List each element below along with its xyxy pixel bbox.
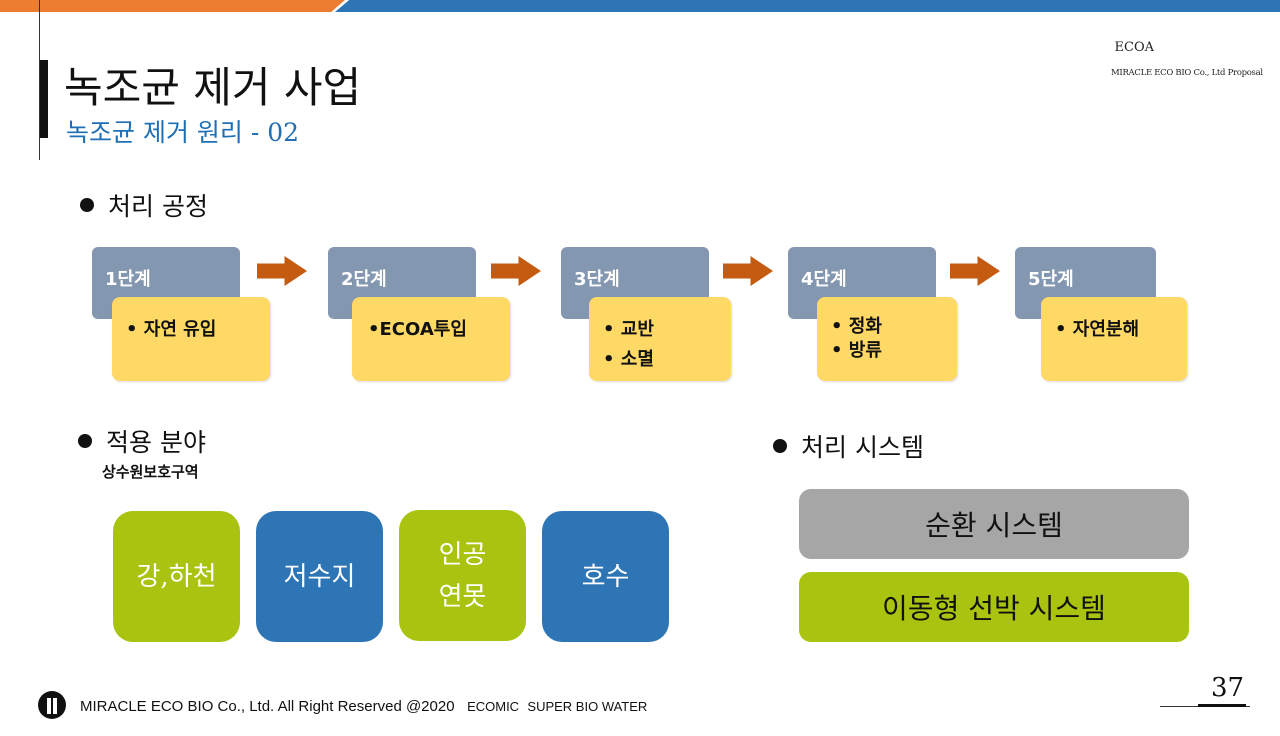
system-circulation-box: 순환 시스템 xyxy=(799,489,1189,559)
system-heading-text: 처리 시스템 xyxy=(801,433,924,462)
brand-subtitle: MIRACLE ECO BIO Co., Ltd Proposal xyxy=(1111,68,1263,78)
tile-reservoir: 저수지 xyxy=(256,511,383,642)
left-rule xyxy=(39,0,40,160)
process-heading: 처리 공정 xyxy=(80,187,208,223)
top-accent-orange xyxy=(0,0,345,12)
step-4-label: 4단계 xyxy=(801,269,847,290)
arrow-right-icon xyxy=(723,256,773,286)
application-heading-text: 적용 분야 xyxy=(106,428,206,457)
system-heading: 처리 시스템 xyxy=(773,428,924,464)
step-4-body: • 정화 • 방류 xyxy=(817,297,957,381)
footer-tag-ecomic: ECOMIC xyxy=(467,699,520,714)
step-5-item-1: • 자연분해 xyxy=(1055,319,1140,340)
footer-text: MIRACLE ECO BIO Co., Ltd. All Right Rese… xyxy=(80,698,647,715)
footer-company: MIRACLE ECO BIO Co., Ltd. All Right Rese… xyxy=(80,698,455,715)
step-3-label: 3단계 xyxy=(574,269,620,290)
bullet-icon xyxy=(78,434,92,448)
process-heading-text: 처리 공정 xyxy=(108,192,208,221)
arrow-right-icon xyxy=(257,256,307,286)
tile-pond: 인공 연못 xyxy=(399,510,526,641)
top-accent-blue xyxy=(335,0,1280,12)
bullet-icon xyxy=(80,198,94,212)
step-1-body: • 자연 유입 xyxy=(112,297,270,381)
application-sublabel: 상수원보호구역 xyxy=(102,463,199,481)
step-3-body: • 교반 • 소멸 xyxy=(589,297,731,381)
footer-tag-super-bio-water: SUPER BIO WATER xyxy=(527,699,648,714)
system-circulation-label: 순환 시스템 xyxy=(925,509,1063,542)
step-1-item-1: • 자연 유입 xyxy=(126,319,217,340)
page-number-rule-bold xyxy=(1198,704,1246,707)
system-mobile-boat-label: 이동형 선박 시스템 xyxy=(882,592,1106,625)
tile-pond-line-2: 연못 xyxy=(438,581,487,612)
company-logo-icon xyxy=(38,691,66,719)
brand-name: ECOA xyxy=(1114,40,1154,55)
page-title: 녹조균 제거 사업 xyxy=(64,63,362,112)
step-4-item-2: • 방류 xyxy=(831,340,882,361)
step-4-item-1: • 정화 xyxy=(831,316,882,337)
tile-pond-line-1: 인공 xyxy=(438,539,487,570)
tile-lake: 호수 xyxy=(542,511,669,642)
tile-lake-label: 호수 xyxy=(581,561,630,592)
application-heading: 적용 분야 xyxy=(78,423,206,459)
step-2-label: 2단계 xyxy=(341,269,387,290)
system-mobile-boat-box: 이동형 선박 시스템 xyxy=(799,572,1189,642)
step-5-label: 5단계 xyxy=(1028,269,1074,290)
step-5-body: • 자연분해 xyxy=(1041,297,1187,381)
arrow-right-icon xyxy=(491,256,541,286)
step-1-label: 1단계 xyxy=(105,269,151,290)
step-3-item-1: • 교반 xyxy=(603,319,654,340)
step-2-body: •ECOA투입 xyxy=(352,297,510,381)
tile-reservoir-label: 저수지 xyxy=(283,561,356,592)
title-bar xyxy=(40,60,48,138)
page-subtitle: 녹조균 제거 원리 - 02 xyxy=(66,118,300,147)
bullet-icon xyxy=(773,439,787,453)
step-2-item-1: •ECOA투입 xyxy=(368,319,467,340)
page-number: 37 xyxy=(1211,673,1245,703)
step-3-item-2: • 소멸 xyxy=(603,349,654,370)
tile-river: 강,하천 xyxy=(113,511,240,642)
arrow-right-icon xyxy=(950,256,1000,286)
tile-river-label: 강,하천 xyxy=(136,561,217,592)
